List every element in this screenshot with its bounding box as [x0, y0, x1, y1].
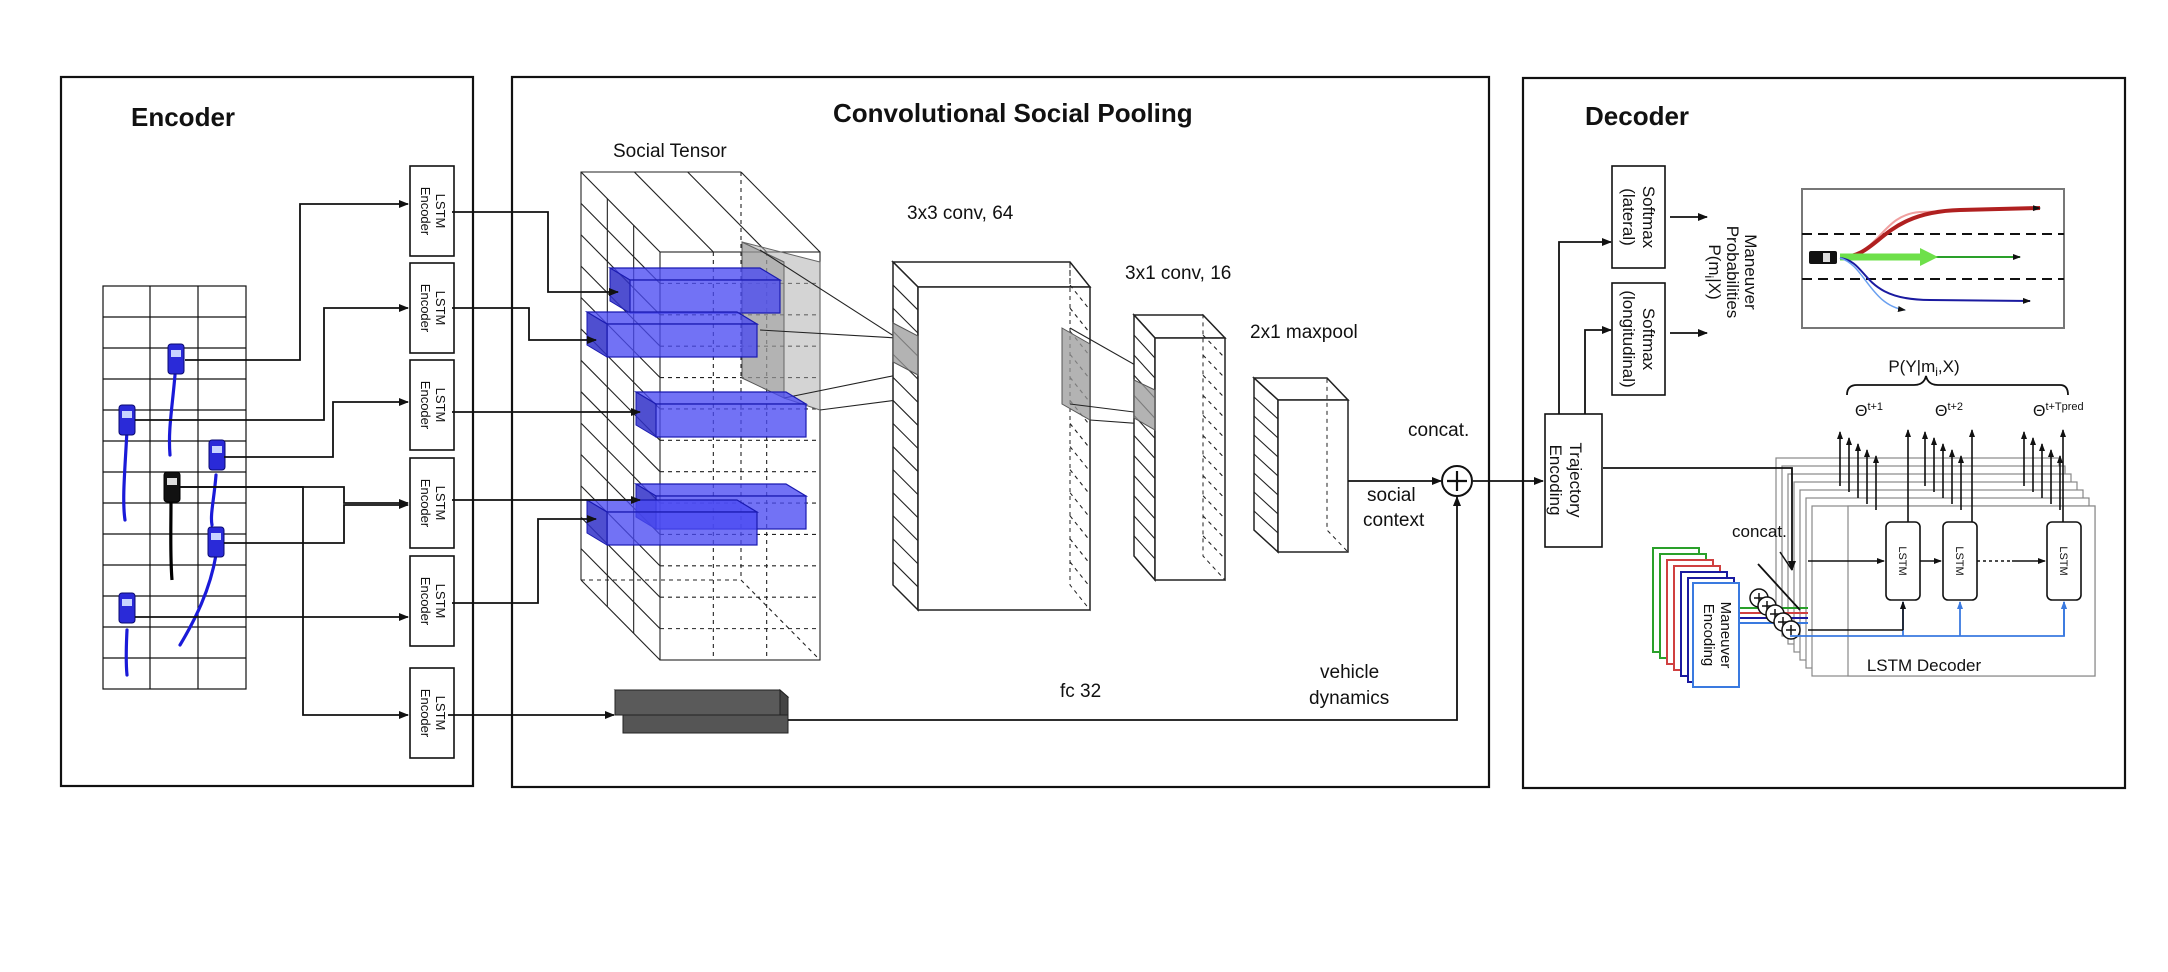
vehicle-trajectories [122, 373, 218, 677]
svg-text:LSTM: LSTM [433, 486, 448, 521]
social-context-label-2: context [1363, 510, 1425, 531]
car-icon [118, 592, 136, 624]
lstm-cells: LSTM LSTM LSTM [1790, 521, 2082, 637]
concat-plus-icons [1749, 551, 1801, 640]
svg-text:Softmax: Softmax [1639, 308, 1658, 371]
decoder-panel: Decoder Trajectory Encoding Softmax (lat… [1521, 76, 2127, 790]
lstm-encoder-stack: LSTMEncoderLSTMEncoderLSTMEncoderLSTMEnc… [409, 165, 455, 759]
svg-text:Maneuver: Maneuver [1741, 234, 1760, 310]
softmax-longitudinal-box: Softmax (longitudinal) [1611, 282, 1666, 396]
conv-3x1-layer: 3x1 conv, 16 [1125, 263, 1231, 582]
svg-text:Encoder: Encoder [418, 284, 433, 333]
svg-text:P(Y|mi,X): P(Y|mi,X) [1888, 357, 1959, 379]
fc-layer [613, 688, 790, 734]
svg-text:Θt+Tpred: Θt+Tpred [2033, 401, 2084, 420]
svg-text:LSTM: LSTM [433, 194, 448, 229]
occupancy-slab [607, 267, 783, 314]
ego-car-icon [1809, 251, 1837, 264]
svg-text:Maneuver: Maneuver [1717, 602, 1734, 669]
svg-text:Encoder: Encoder [418, 689, 433, 738]
svg-text:Encoding: Encoding [1546, 445, 1565, 516]
pooling-title: Convolutional Social Pooling [833, 98, 1193, 128]
svg-text:LSTM: LSTM [1896, 546, 1908, 575]
maxpool-label: 2x1 maxpool [1250, 322, 1358, 343]
svg-text:Trajectory: Trajectory [1566, 443, 1585, 518]
car-icon [207, 526, 225, 558]
svg-text:LSTM: LSTM [433, 388, 448, 423]
social-tensor: Social Tensor [580, 141, 898, 661]
svg-text:Encoding: Encoding [1700, 604, 1717, 667]
social-context-label-1: social [1367, 485, 1416, 506]
svg-text:LSTM: LSTM [433, 696, 448, 731]
concat-decoder-label: concat. [1732, 522, 1787, 541]
lstm-decoder-label: LSTM Decoder [1867, 656, 1982, 675]
concat-label: concat. [1408, 420, 1469, 441]
pooling-panel: Convolutional Social Pooling Social Tens… [448, 75, 1491, 789]
svg-text:Encoder: Encoder [418, 187, 433, 236]
conv2-label: 3x1 conv, 16 [1125, 263, 1231, 284]
vehicle-icons [118, 343, 226, 624]
occupancy-slab [584, 311, 760, 358]
maneuver-diagram [1801, 188, 2065, 329]
svg-text:LSTM: LSTM [1953, 546, 1965, 575]
occupancy-slab [633, 391, 809, 438]
svg-text:Encoder: Encoder [418, 577, 433, 626]
car-icon [208, 439, 226, 471]
ego-car-icon [163, 471, 181, 503]
lstm-cell: LSTM [1942, 521, 1978, 636]
svg-text:(lateral): (lateral) [1619, 188, 1638, 246]
svg-text:LSTM: LSTM [433, 291, 448, 326]
occupancy-slab [584, 499, 760, 546]
vehicle-dynamics-label-2: dynamics [1309, 688, 1389, 709]
concat-plus-icon [1781, 620, 1801, 640]
trajectory-encoding-box: Trajectory Encoding [1544, 413, 1603, 548]
maneuver-probabilities-label: Maneuver Probabilities P(mi|X) [1702, 226, 1760, 319]
encoder-title: Encoder [131, 102, 235, 132]
svg-text:Softmax: Softmax [1639, 186, 1658, 249]
conv1-label: 3x3 conv, 64 [907, 203, 1014, 224]
vehicle-dynamics-label-1: vehicle [1320, 662, 1379, 683]
output-distribution-label: P(Y|mi,X) [1846, 357, 2069, 396]
svg-text:LSTM: LSTM [433, 584, 448, 619]
encoder-panel: Encoder [59, 75, 475, 788]
output-arrows [1837, 429, 2066, 525]
svg-text:Encoder: Encoder [418, 381, 433, 430]
car-icon [167, 343, 185, 375]
car-icon [118, 404, 136, 436]
svg-text:Θt+1: Θt+1 [1855, 401, 1883, 420]
softmax-lateral-box: Softmax (lateral) [1611, 165, 1666, 269]
vehicle-to-encoder-arrows [135, 200, 409, 719]
svg-text:Encoder: Encoder [418, 479, 433, 528]
decoder-title: Decoder [1585, 101, 1689, 131]
svg-text:(longitudinal): (longitudinal) [1619, 290, 1638, 387]
encoder-to-tensor-arrows [452, 211, 641, 604]
concat-plus-icon [1441, 465, 1473, 497]
svg-text:Θt+2: Θt+2 [1935, 401, 1963, 420]
svg-text:LSTM: LSTM [2057, 546, 2069, 575]
conv-3x3-layer: 3x3 conv, 64 [891, 203, 1159, 612]
maneuver-encoding-box: Maneuver Encoding [1692, 582, 1740, 688]
svg-text:P(mi|X): P(mi|X) [1702, 244, 1724, 299]
svg-text:Probabilities: Probabilities [1723, 226, 1742, 319]
maxpool-layer: 2x1 maxpool [1250, 322, 1358, 554]
fc-label: fc 32 [1060, 681, 1101, 702]
social-tensor-label: Social Tensor [613, 141, 727, 162]
